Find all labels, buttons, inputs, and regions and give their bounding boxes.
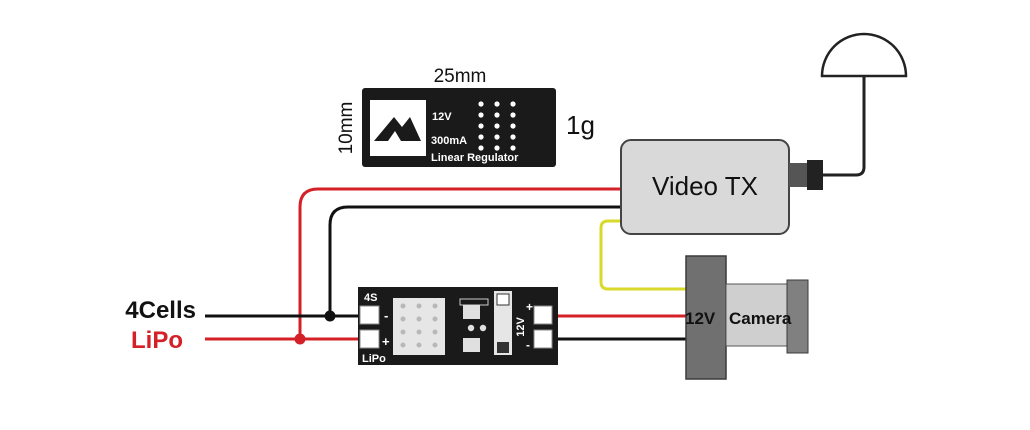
weight-label: 1g	[566, 110, 595, 140]
camera-label: Camera	[729, 309, 792, 328]
width-dimension-label: 25mm	[434, 66, 487, 87]
chip-pin-dot	[416, 342, 422, 348]
chip-pin-dot	[416, 303, 422, 309]
antenna-cable	[822, 76, 866, 177]
output-plus-sign: +	[526, 300, 533, 314]
camera-lens-front	[786, 279, 809, 354]
antenna-icon	[820, 32, 908, 78]
wires	[205, 76, 866, 345]
yellow-video-signal-wire	[599, 219, 686, 291]
chip-pin-dot	[432, 329, 438, 335]
input-plus-sign: +	[382, 334, 390, 349]
chip-pin-dot	[400, 342, 406, 348]
diode-band-bottom	[497, 342, 509, 353]
card-pin-dot	[510, 101, 516, 107]
height-dimension-label: 10mm	[336, 102, 357, 155]
card-pin-dot	[510, 112, 516, 118]
regulator-current-label: 300mA	[431, 135, 467, 147]
chip-pin-dot	[416, 316, 422, 322]
regulator-card-pin-grid	[478, 101, 516, 151]
card-pin-dot	[478, 112, 484, 118]
regulator-voltage-label: 12V	[432, 111, 452, 123]
battery-type-label: LiPo	[131, 327, 183, 354]
card-pin-dot	[478, 123, 484, 129]
input-minus-sign: -	[384, 308, 388, 323]
output-minus-sign: -	[526, 338, 530, 352]
video-tx-module: Video TX	[620, 139, 823, 235]
chip-pin-dot	[432, 316, 438, 322]
card-pin-dot	[478, 101, 484, 107]
output-positive-pad	[533, 305, 553, 325]
camera-lens-barrel	[725, 283, 790, 347]
input-positive-pad	[359, 329, 380, 349]
antenna-dome	[820, 32, 908, 78]
antenna-connector-base	[789, 163, 807, 187]
board-input-4s-label: 4S	[364, 292, 377, 304]
black-wire-to-video-tx	[328, 205, 621, 316]
via-1	[467, 324, 475, 332]
video-tx-label: Video TX	[652, 171, 758, 201]
red-wire-to-video-tx	[298, 187, 621, 339]
chip-pin-dot	[432, 342, 438, 348]
chip-pin-dot	[400, 316, 406, 322]
card-pin-dot	[494, 134, 500, 140]
capacitor-bottom	[463, 338, 480, 352]
regulator-name-label: Linear Regulator	[431, 152, 519, 164]
regulator-board: 4S LiPo - + 12V + -	[358, 287, 558, 365]
regulator-chip-pin-grid	[400, 303, 438, 348]
positive-junction-dot	[294, 333, 306, 345]
battery-cells-label: 4Cells	[125, 297, 196, 324]
card-pin-dot	[494, 145, 500, 151]
chip-pin-dot	[400, 329, 406, 335]
regulator-board-body	[358, 287, 558, 365]
card-pin-dot	[478, 134, 484, 140]
input-negative-pad	[359, 305, 380, 325]
card-pin-dot	[494, 112, 500, 118]
chip-pin-dot	[432, 303, 438, 309]
chip-pin-dot	[400, 303, 406, 309]
card-pin-dot	[510, 134, 516, 140]
mountain-logo-icon	[370, 100, 426, 156]
diode-component	[494, 291, 512, 355]
card-pin-dot	[510, 123, 516, 129]
chip-pin-dot	[416, 329, 422, 335]
card-pin-dot	[510, 145, 516, 151]
negative-junction-dot	[324, 310, 336, 322]
via-2	[479, 324, 487, 332]
camera-voltage-label: 12V	[685, 309, 716, 328]
output-voltage-label: 12V	[515, 317, 527, 337]
antenna-connector-tip	[807, 160, 823, 190]
card-pin-dot	[494, 101, 500, 107]
board-input-lipo-label: LiPo	[362, 353, 386, 365]
regulator-module-card: 12V 300mA Linear Regulator	[362, 88, 556, 167]
camera-module: 12V Camera	[685, 255, 809, 380]
card-pin-dot	[494, 123, 500, 129]
capacitor-top	[463, 305, 480, 319]
camera-body	[685, 255, 727, 380]
card-pin-dot	[478, 145, 484, 151]
output-negative-pad	[533, 329, 553, 349]
diode-band-top	[496, 293, 510, 306]
